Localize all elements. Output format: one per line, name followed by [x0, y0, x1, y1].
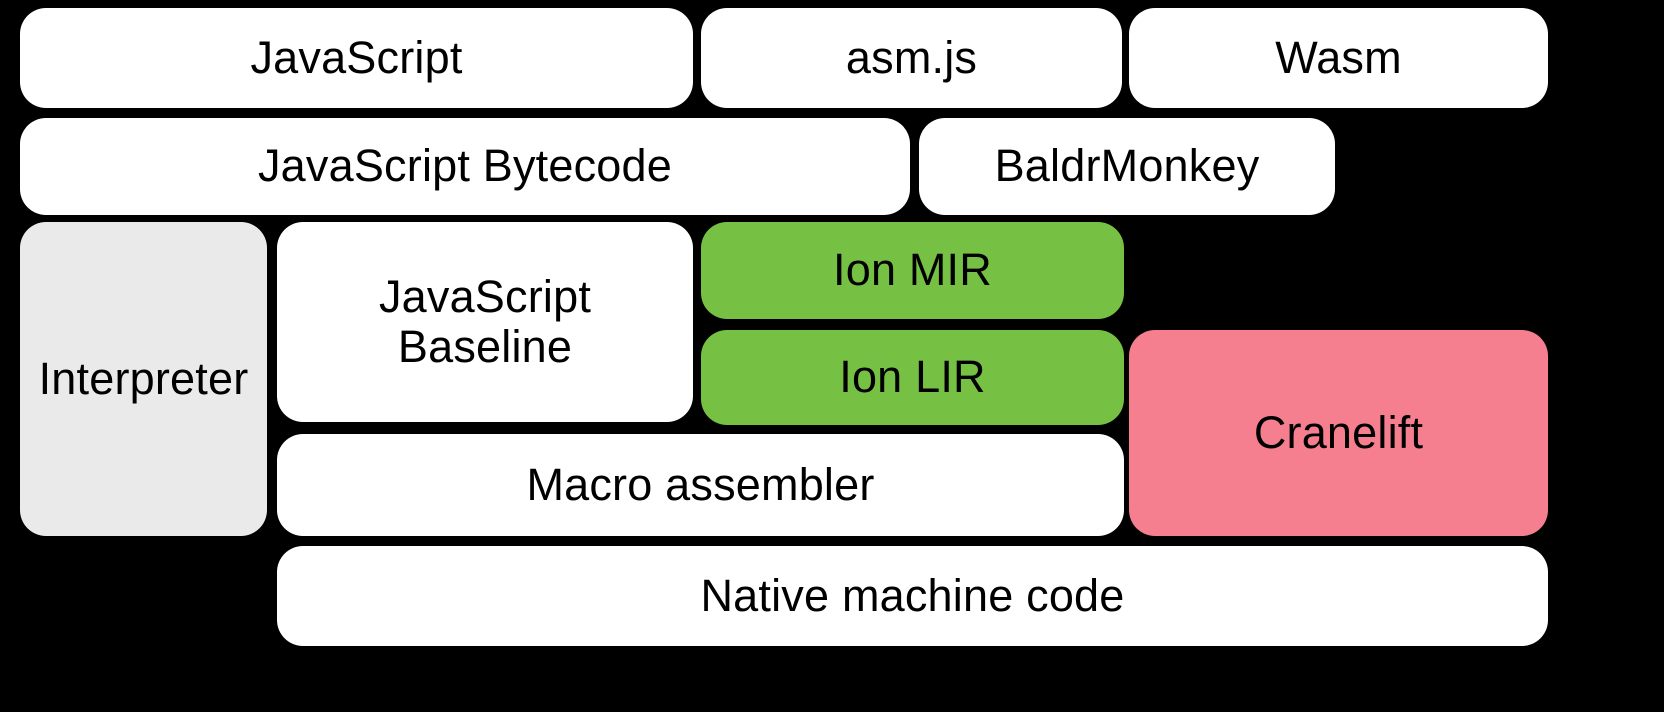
node-ion-mir[interactable]: Ion MIR [701, 222, 1124, 319]
node-interpreter[interactable]: Interpreter [20, 222, 267, 536]
node-javascript[interactable]: JavaScript [20, 8, 693, 108]
node-cranelift[interactable]: Cranelift [1129, 330, 1548, 536]
node-asm-js[interactable]: asm.js [701, 8, 1122, 108]
node-native-machine-code[interactable]: Native machine code [277, 546, 1548, 646]
node-ion-lir[interactable]: Ion LIR [701, 330, 1124, 425]
node-javascript-bytecode[interactable]: JavaScript Bytecode [20, 118, 910, 215]
node-baldrmonkey[interactable]: BaldrMonkey [919, 118, 1335, 215]
node-wasm[interactable]: Wasm [1129, 8, 1548, 108]
node-javascript-baseline[interactable]: JavaScript Baseline [277, 222, 693, 422]
node-macro-assembler[interactable]: Macro assembler [277, 434, 1124, 536]
